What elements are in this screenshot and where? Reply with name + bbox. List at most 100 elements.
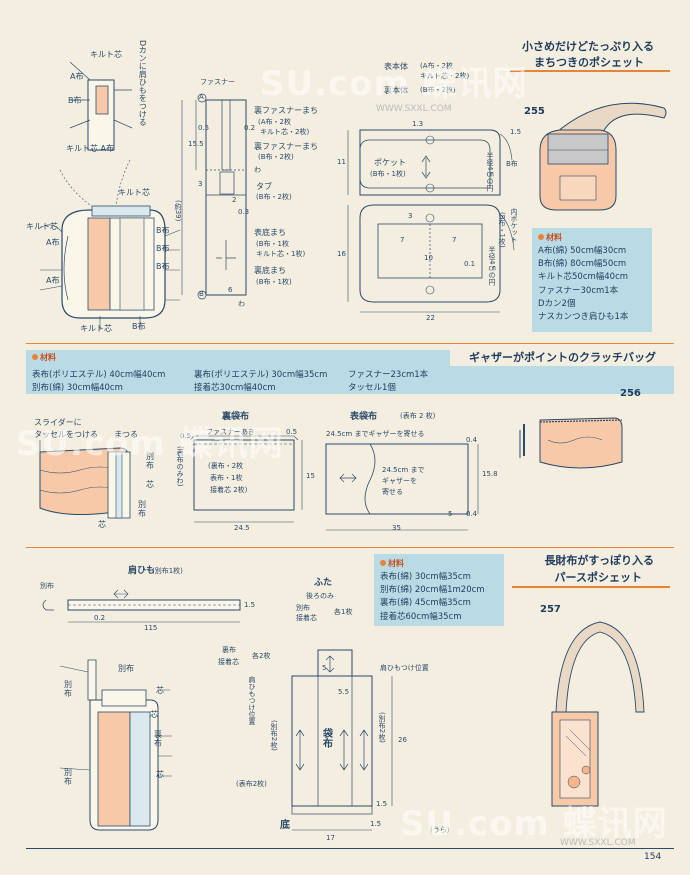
strap-count: (別布1枚): [152, 567, 183, 575]
hyo-fukuro-dim-158: 15.8: [482, 470, 498, 478]
bnu-2-label-right: (別布2枚): [378, 712, 387, 743]
katahimo-tsuke-vertical: 肩ひもつけ位置: [248, 676, 257, 725]
bullet-icon: [32, 354, 38, 360]
label-matsuru: まつる: [114, 430, 138, 439]
material-255-6: ナスカンつき肩ひも1本: [538, 311, 629, 322]
ura-fukuro-line1: (裏布・2枚: [208, 462, 244, 470]
material-256-4: 別布(綿) 30cm幅40cm: [32, 383, 123, 393]
material-255-5: Dカン2個: [538, 298, 576, 309]
section-255-title-underline: [510, 70, 670, 72]
dim-10: 10: [424, 254, 433, 262]
strip-mark-a: A: [199, 93, 204, 101]
section-257-number: 257: [540, 604, 561, 615]
tab-label: タブ: [256, 182, 272, 191]
dim-02: 0.2: [244, 124, 256, 132]
section-257-title-line1: 長財布がすっぽり入る: [544, 554, 654, 567]
page-number: 154: [644, 852, 662, 862]
label-kiltshin-4: キルト芯: [80, 324, 112, 333]
inner-pocket-sub: (B布・1枚): [498, 212, 507, 248]
ura-fukuro-line2: 表布・1枚: [210, 474, 243, 482]
ura-fastener-machi-2-sub: (B布・2枚): [258, 153, 294, 161]
label-b-fabric: B布: [68, 96, 82, 105]
material-257-3: 裏布(綿) 45cm幅35cm: [380, 598, 471, 609]
material-257-2: 別布(綿) 20cm幅1m20cm: [380, 585, 485, 596]
dim-7a: 7: [400, 236, 405, 244]
material-256-6: タッセル1個: [348, 383, 396, 393]
materials-heading-255: 材料: [538, 232, 646, 243]
dim-3b: 3: [408, 212, 413, 220]
ura-fukuro-title: 裏袋布: [222, 412, 250, 422]
dim-01: 0.1: [464, 260, 476, 268]
materials-heading-257: 材料: [380, 558, 498, 569]
futa-dim-5: 5: [322, 664, 327, 672]
strap-title: 肩ひも: [128, 566, 156, 576]
futa-title: ふた: [314, 578, 333, 588]
label-257-urafu: 裏布: [154, 730, 162, 749]
label-b-fabric-4: B布: [156, 244, 170, 253]
material-255-4: ファスナー30cm1本: [538, 285, 619, 296]
materials-box-255: 材料 A布(綿) 50cm幅30cm B布(綿) 80cm幅50cm キルト芯5…: [532, 228, 652, 332]
futa-dim-15b: 1.5: [370, 820, 382, 828]
hyo-soko-machi-label: 表底まち: [254, 228, 286, 237]
label-257-shin-1: 芯: [156, 686, 164, 695]
radius-4-label-2: 半径4㎝の円: [488, 246, 497, 286]
section-256-divider: [26, 343, 674, 344]
bnu-2-label-left: (別布2枚): [270, 720, 279, 751]
dim-39: (約39): [174, 200, 183, 222]
label-shin-2: 芯: [98, 520, 106, 529]
hyo-fukuro-dim-04a: 0.4: [466, 436, 478, 444]
clutch-256-assembly-illustration: [39, 440, 131, 519]
label-a-fabric-3: A布: [46, 276, 60, 285]
futa-dim-55: 5.5: [338, 688, 350, 696]
section-257-title-line2: パースポシェット: [554, 571, 642, 584]
page-bottom-rule: [26, 848, 674, 849]
katahimo-tsuke-position: 肩ひもつけ位置: [380, 664, 429, 672]
hyo-fukuro-dim-35: 35: [392, 524, 401, 532]
label-kiltshin-3: キルト芯: [26, 222, 58, 231]
label-b-fabric-3: B布: [156, 262, 170, 271]
label-a-fabric-2: A布: [46, 238, 60, 247]
strap-dim-15: 1.5: [244, 601, 256, 609]
material-255-3: キルト芯50cm幅40cm: [538, 272, 629, 283]
label-tassel: タッセルをつける: [34, 430, 98, 439]
watermark-bottom: SU.com 蝶讯网: [400, 804, 668, 844]
futa-dim-15a: 1.5: [376, 800, 388, 808]
hyo-soko-machi-sub1: (B布・1枚: [256, 240, 289, 248]
futa-dim-26: 26: [398, 736, 407, 744]
futa-ura-label: 裏布: [222, 646, 236, 654]
ura-fukuro-side-label: (表布のみわ): [176, 446, 185, 487]
dim-05: 0.5: [198, 124, 210, 132]
material-255-2: B布(綿) 80cm幅50cm: [538, 259, 627, 270]
label-slider: スライダーに: [34, 418, 82, 427]
section-256-title: ギャザーがポイントのクラッチバッグ: [469, 351, 656, 364]
section-256-number: 256: [620, 388, 641, 399]
hyo-soko-machi-sub2: キルト芯・1枚): [256, 250, 306, 258]
ura-fukuro-line3: 接着芯 2枚): [210, 486, 248, 494]
zipper-gusset-pattern: [181, 93, 247, 300]
hyo-2-label: (表布2枚): [236, 780, 267, 788]
material-257-1: 表布(綿) 30cm幅35cm: [380, 572, 471, 582]
ura-fastener-machi-sub1: (A布・2枚: [258, 118, 291, 126]
watermark-middle: SU.com 蝶讯网: [16, 424, 284, 464]
materials-heading-256: 材料: [32, 352, 56, 363]
label-bnu-2: 別布: [138, 500, 146, 519]
material-256-5: 接着芯30cm幅40cm: [194, 383, 276, 393]
label-b-fabric-2: B布: [156, 226, 170, 235]
section-255-number: 255: [524, 106, 545, 117]
hyo-fukuro-inner-3: 寄せる: [382, 488, 403, 496]
watermark-top: SU.com 蝶讯网: [260, 64, 528, 104]
hyo-hontai-label: 表本体: [384, 62, 408, 71]
hyo-fukuro-pattern: [325, 443, 479, 531]
label-257-shin-2: 芯: [150, 710, 158, 719]
label-257-bnu-1: 別布: [118, 664, 134, 673]
radius-4-label: 半径4㎝の円: [486, 152, 495, 192]
watermark-url-top: WWW.SXXL.COM: [376, 104, 452, 114]
ura-hontai-sub: (B布・2枚): [420, 86, 456, 94]
material-256-1: 表布(ポリエステル) 40cm幅40cm: [32, 370, 166, 380]
dim-13: 1.3: [412, 120, 424, 128]
label-bnu-1: 別布: [146, 452, 154, 471]
label-257-shin-3: 芯: [156, 770, 164, 779]
watermark-url-bottom: WWW.SXXL.COM: [560, 838, 636, 848]
